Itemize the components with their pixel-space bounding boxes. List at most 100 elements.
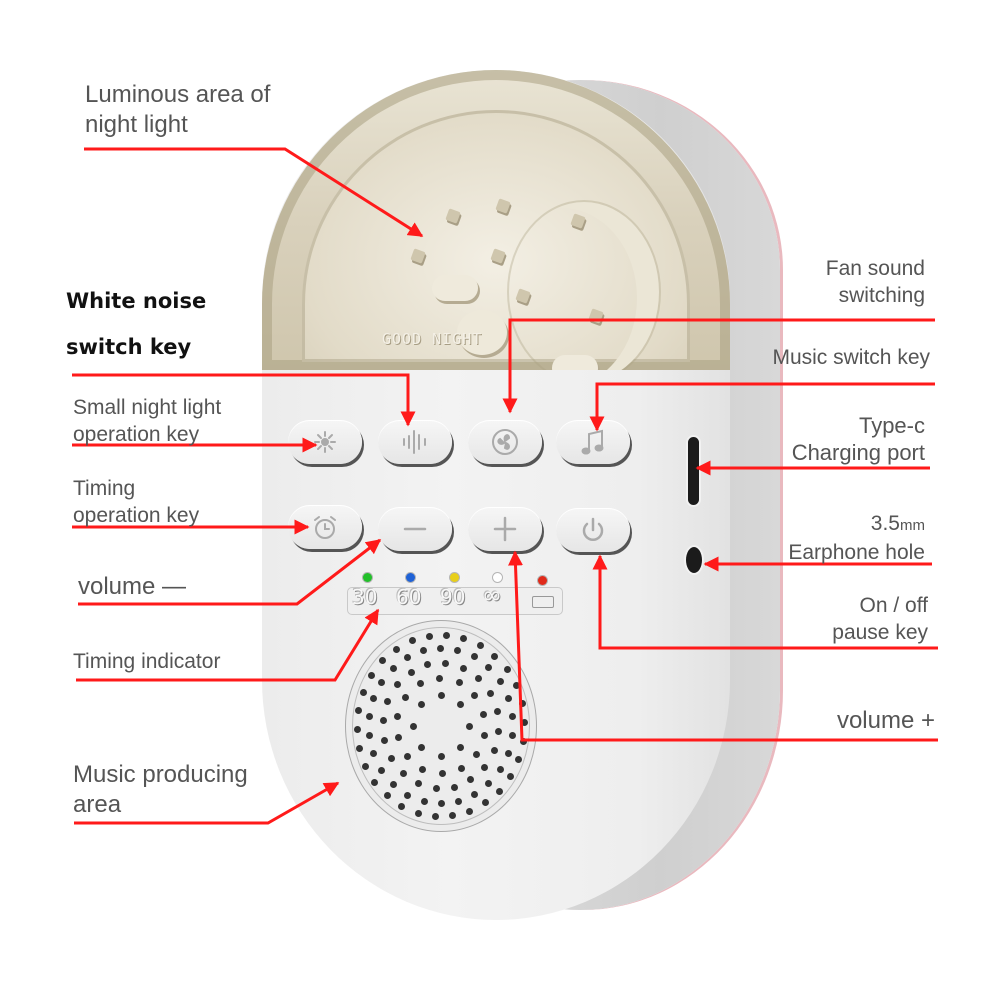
callout-text: Charging port <box>791 440 925 465</box>
cloud-relief <box>432 275 478 301</box>
speaker-hole <box>365 713 373 721</box>
speaker-hole <box>383 792 391 800</box>
speaker-hole <box>504 694 512 702</box>
speaker-hole <box>491 652 499 660</box>
callout-text: Fan sound <box>825 257 925 280</box>
speaker-hole <box>457 764 465 772</box>
alarm-clock-icon <box>314 516 336 539</box>
speaker-hole <box>493 708 501 716</box>
speaker-hole <box>366 732 374 740</box>
speaker-hole <box>414 809 422 817</box>
speaker-hole <box>356 744 364 752</box>
speaker-hole <box>460 635 468 643</box>
speaker-hole <box>466 807 474 815</box>
callout-music-switch: Music switch key <box>772 346 930 369</box>
speaker-hole <box>465 722 473 730</box>
callout-timing-key: Timing operation key <box>73 475 199 529</box>
speaker-hole <box>399 769 407 777</box>
callout-text: switch key <box>66 335 192 359</box>
speaker-hole <box>414 780 422 788</box>
speaker-hole <box>437 800 445 808</box>
moon-relief <box>507 200 661 370</box>
speaker-hole <box>442 660 450 668</box>
speaker-hole <box>457 743 465 751</box>
sun-icon <box>314 431 336 453</box>
speaker-hole <box>471 791 479 799</box>
speaker-hole <box>408 637 416 645</box>
minus-icon <box>403 527 427 531</box>
speaker-hole <box>371 778 379 786</box>
speaker-hole <box>436 674 444 682</box>
speaker-hole <box>425 632 433 640</box>
speaker-hole <box>362 762 370 770</box>
speaker-hole <box>471 691 479 699</box>
callout-volume-up: volume + <box>836 707 935 734</box>
speaker-hole <box>353 725 361 733</box>
speaker-hole <box>515 756 523 764</box>
timer-button[interactable] <box>288 505 362 549</box>
timer-label-60: 60 <box>396 585 422 609</box>
callout-text: Timing <box>73 477 136 500</box>
callout-unit: mm <box>900 517 925 534</box>
speaker-hole <box>392 645 400 653</box>
speaker-hole <box>403 653 411 661</box>
led-60 <box>406 573 415 582</box>
callout-text: Music producing <box>73 761 248 788</box>
callout-luminous-area: Luminous area of night light <box>85 80 270 140</box>
led-90 <box>450 573 459 582</box>
callout-music-producing: Music producing area <box>73 760 248 820</box>
speaker-hole <box>438 770 446 777</box>
speaker-hole <box>496 787 504 795</box>
speaker-hole <box>432 784 440 792</box>
speaker-hole <box>431 813 439 821</box>
speaker-hole <box>389 780 397 788</box>
speaker-hole <box>504 749 512 757</box>
speaker-hole <box>378 766 386 774</box>
fan-sound-button[interactable] <box>468 420 542 464</box>
speaker-grille <box>345 620 537 832</box>
power-button[interactable] <box>556 508 630 552</box>
music-button[interactable] <box>556 420 630 464</box>
timer-label-30: 30 <box>352 585 378 609</box>
volume-down-button[interactable] <box>378 507 452 551</box>
type-c-port <box>688 437 699 505</box>
speaker-hole <box>381 736 388 744</box>
speaker-hole <box>455 679 463 687</box>
speaker-hole <box>507 773 515 780</box>
speaker-hole <box>485 664 493 672</box>
white-noise-button[interactable] <box>378 420 452 464</box>
volume-up-button[interactable] <box>468 507 542 551</box>
plus-icon <box>493 516 517 542</box>
speaker-hole <box>470 653 478 661</box>
speaker-hole <box>402 693 410 701</box>
speaker-hole <box>508 712 516 720</box>
callout-text: Earphone hole <box>788 541 925 564</box>
speaker-hole <box>460 664 468 672</box>
led-30 <box>363 573 372 582</box>
star-relief <box>410 248 426 264</box>
cloud-relief <box>552 355 598 370</box>
led-battery <box>538 576 547 585</box>
speaker-hole <box>503 666 511 674</box>
speaker-hole <box>454 646 462 654</box>
speaker-hole <box>378 657 386 665</box>
speaker-hole <box>417 701 425 709</box>
callout-text: operation key <box>73 504 200 527</box>
speaker-hole <box>485 780 493 788</box>
speaker-hole <box>449 812 457 820</box>
speaker-hole <box>419 647 427 655</box>
speaker-hole <box>378 678 386 686</box>
speaker-hole <box>443 631 451 639</box>
speaker-hole <box>481 763 489 771</box>
speaker-hole <box>509 731 516 739</box>
speaker-hole <box>394 734 402 742</box>
callout-text: pause key <box>832 621 928 644</box>
speaker-hole <box>472 751 480 759</box>
fan-icon <box>492 429 518 455</box>
speaker-hole <box>409 722 417 730</box>
speaker-hole <box>370 750 378 758</box>
night-light-button[interactable] <box>288 420 362 464</box>
good-night-text: GOOD NIGHT <box>382 330 483 348</box>
speaker-hole <box>480 710 488 718</box>
